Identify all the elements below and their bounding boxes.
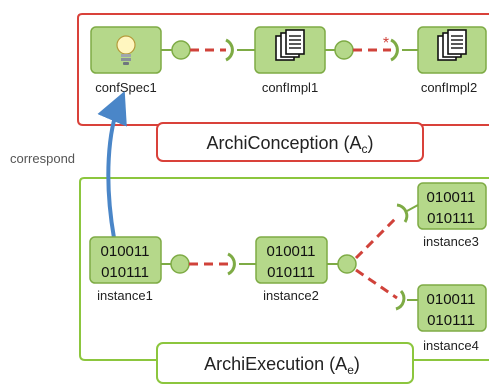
conception-frame — [77, 13, 489, 126]
confimpl1-label: confImpl1 — [262, 80, 318, 95]
documents-icon — [275, 29, 305, 61]
instance2-label: instance2 — [263, 288, 319, 303]
confimpl2-required-port — [390, 38, 399, 62]
instance2-component[interactable] — [255, 236, 328, 284]
instance4-line2: 010111 — [427, 312, 475, 329]
instance4-label: instance4 — [423, 338, 479, 353]
instance3-line1: 010011 — [427, 189, 476, 206]
confspec1-label: confSpec1 — [95, 80, 156, 95]
instance2-line1: 010011 — [267, 243, 316, 260]
execution-title-box — [156, 342, 414, 384]
instance3-port-stem — [406, 204, 419, 212]
multiplicity-star: * — [383, 35, 389, 52]
confimpl1-provided-port — [334, 40, 354, 60]
execution-title: ArchiExecution (Ae) — [204, 354, 360, 377]
instance2-line2: 010111 — [267, 264, 315, 281]
confimpl2-label: confImpl2 — [421, 80, 477, 95]
instance2-provided-port — [337, 254, 357, 274]
instance4-line1: 010011 — [427, 291, 476, 308]
instance3-required-port — [396, 203, 409, 223]
connector-inst2-inst3 — [354, 215, 399, 260]
instance2-required-port — [227, 252, 236, 276]
instance4-component[interactable] — [417, 284, 487, 332]
instance1-line1: 010011 — [101, 243, 150, 260]
confspec1-provided-port — [171, 40, 191, 60]
conception-title: ArchiConception (Ac) — [206, 133, 373, 156]
connector-inst2-inst4 — [355, 268, 398, 300]
instance3-line2: 010111 — [427, 210, 475, 227]
confimpl1-required-port — [225, 38, 234, 62]
instance1-line2: 010111 — [101, 264, 149, 281]
instance3-label: instance3 — [423, 234, 479, 249]
conception-title-box — [156, 122, 424, 162]
execution-frame — [79, 177, 489, 361]
correspond-label: correspond — [10, 151, 75, 166]
instance3-component[interactable] — [417, 182, 487, 230]
documents-icon — [437, 29, 467, 61]
lightbulb-icon — [116, 35, 136, 65]
instance4-required-port — [395, 289, 406, 311]
correspond-arrow — [97, 90, 127, 239]
instance1-provided-port — [170, 254, 190, 274]
instance1-label: instance1 — [97, 288, 153, 303]
instance1-component[interactable] — [89, 236, 162, 284]
